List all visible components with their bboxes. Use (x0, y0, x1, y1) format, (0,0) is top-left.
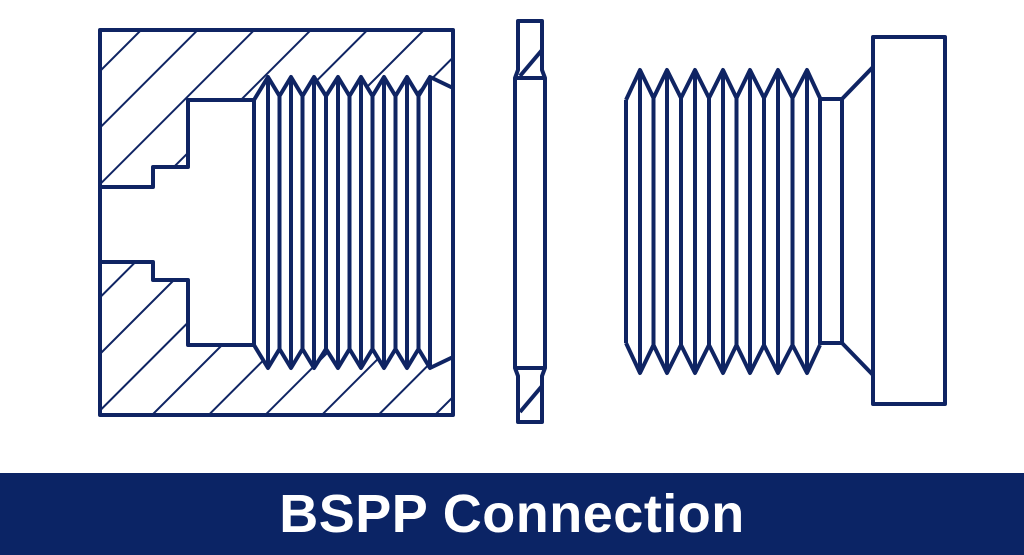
washer-hatch (518, 48, 544, 78)
male-threaded-plug (624, 35, 947, 406)
female-port-section (98, 28, 455, 417)
title-banner: BSPP Connection (0, 473, 1024, 555)
banner-title: BSPP Connection (279, 484, 745, 544)
bspp-diagram (98, 19, 947, 424)
washer-hatch (518, 384, 544, 414)
port-outline (98, 28, 455, 417)
bonded-seal-washer (513, 19, 547, 424)
washer-outline (513, 19, 547, 424)
plug-neck (818, 65, 875, 377)
plug-head (871, 35, 947, 406)
